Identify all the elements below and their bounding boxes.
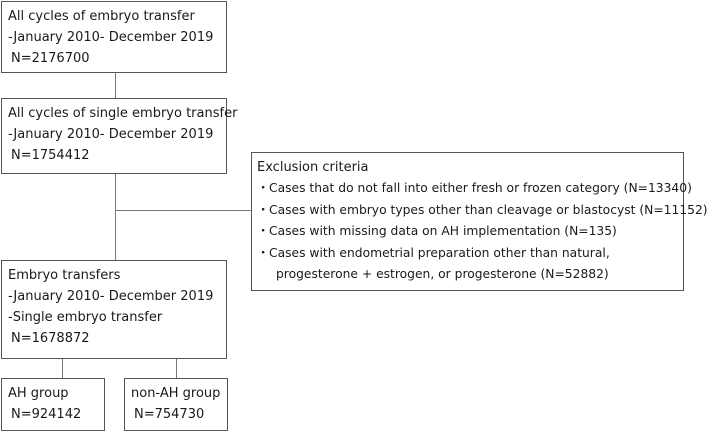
exclusion-item-text: Cases with embryo types other than cleav… [269, 202, 708, 217]
box2-count: N=1754412 [11, 148, 90, 163]
box3-title: Embryo transfers [8, 268, 121, 283]
connector-ah-vertical [62, 358, 63, 378]
box2-title: All cycles of single embryo transfer [8, 106, 238, 121]
exclusion-item: ・Cases that do not fall into either fres… [257, 178, 692, 200]
bullet-icon: ・ [257, 224, 270, 238]
connector-to-exclusion [115, 210, 252, 211]
box3-count: N=1678872 [11, 331, 90, 346]
exclusion-title: Exclusion criteria [257, 160, 369, 175]
ah-group-box: AH group N=924142 [1, 378, 105, 431]
exclusion-item: ・Cases with embryo types other than clea… [257, 200, 708, 222]
bullet-icon: ・ [257, 181, 270, 195]
box1-title: All cycles of embryo transfer [8, 9, 195, 24]
connector-nonah-vertical [176, 358, 177, 378]
non-ah-group-count: N=754730 [134, 407, 205, 422]
box1-count: N=2176700 [11, 51, 90, 66]
non-ah-group-title: non-AH group [131, 386, 221, 401]
bullet-icon: ・ [257, 245, 270, 260]
non-ah-group-box: non-AH group N=754730 [124, 378, 228, 431]
connector-box1-box2 [115, 72, 116, 98]
embryo-transfers-box: Embryo transfers -January 2010- December… [1, 260, 227, 359]
all-embryo-transfer-box: All cycles of embryo transfer -January 2… [1, 1, 227, 73]
ah-group-count: N=924142 [11, 407, 82, 422]
single-embryo-transfer-box: All cycles of single embryo transfer -Ja… [1, 98, 238, 174]
exclusion-criteria-box: Exclusion criteria ・Cases that do not fa… [251, 152, 708, 291]
box1-period: -January 2010- December 2019 [8, 30, 214, 45]
box2-period: -January 2010- December 2019 [8, 127, 214, 142]
exclusion-item-text: Cases with endometrial preparation other… [269, 245, 610, 260]
exclusion-item-text: Cases with missing data on AH implementa… [269, 224, 617, 238]
ah-group-title: AH group [8, 386, 69, 401]
box3-period: -January 2010- December 2019 [8, 289, 214, 304]
box3-criterion: -Single embryo transfer [8, 310, 163, 325]
exclusion-item: ・Cases with missing data on AH implement… [257, 221, 678, 243]
connector-box2-box3 [115, 173, 116, 260]
bullet-icon: ・ [257, 202, 270, 217]
exclusion-item: ・Cases with endometrial preparation othe… [257, 243, 678, 265]
exclusion-item-continuation: progesterone + estrogen, or progesterone… [276, 267, 609, 281]
exclusion-item-text: Cases that do not fall into either fresh… [269, 181, 692, 195]
